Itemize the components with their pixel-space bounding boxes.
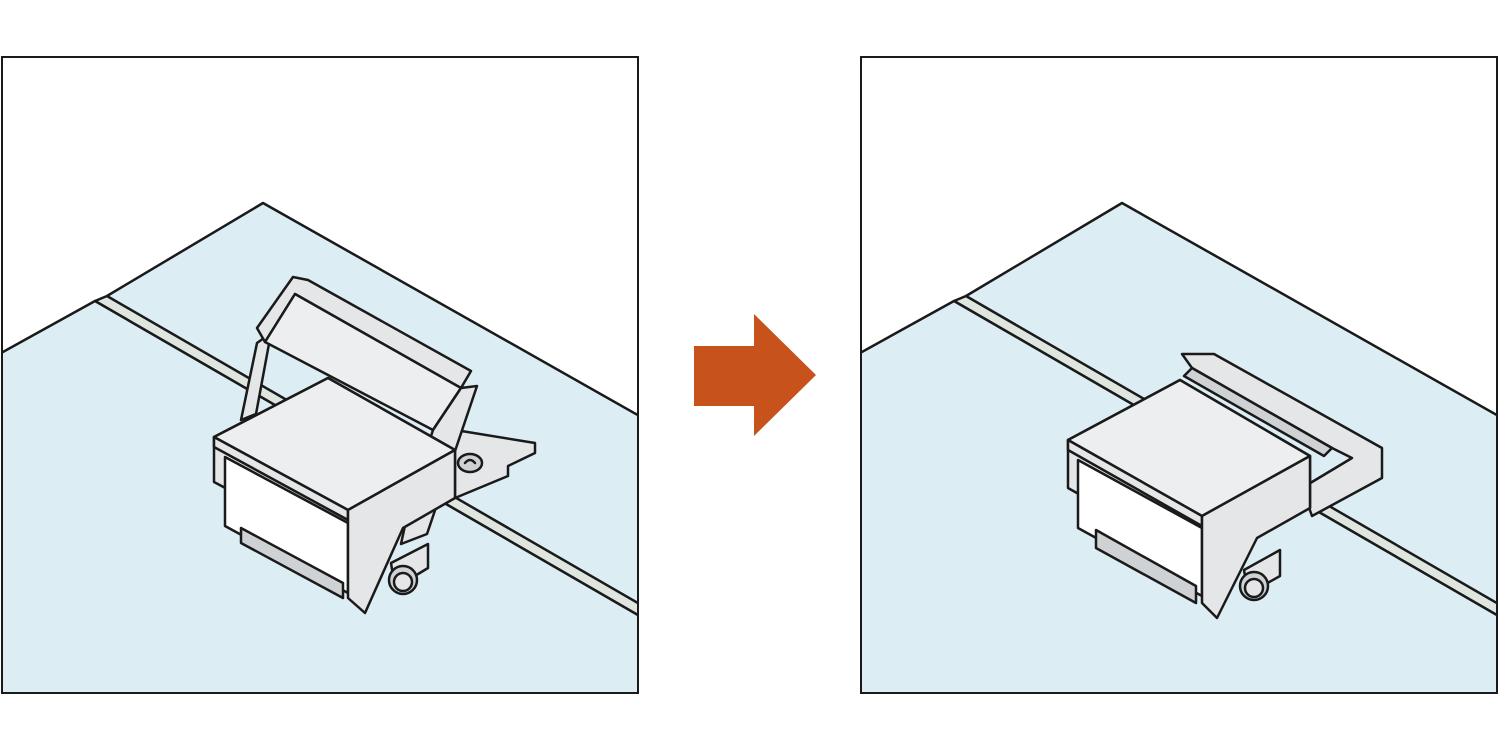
clip-side-face [346, 448, 457, 615]
clip-lower-jaw [239, 526, 345, 600]
panel-clip-closed [860, 56, 1498, 694]
clip-side-face [1200, 454, 1312, 620]
right-arrow-icon [694, 314, 816, 436]
lever-closed-rail [1182, 366, 1334, 458]
panel-clip-open [1, 56, 639, 694]
clip-open-drawing [3, 201, 637, 692]
screw-head [456, 452, 484, 474]
clip-closed-drawing [862, 201, 1496, 692]
clip-lower-jaw [1094, 528, 1198, 605]
